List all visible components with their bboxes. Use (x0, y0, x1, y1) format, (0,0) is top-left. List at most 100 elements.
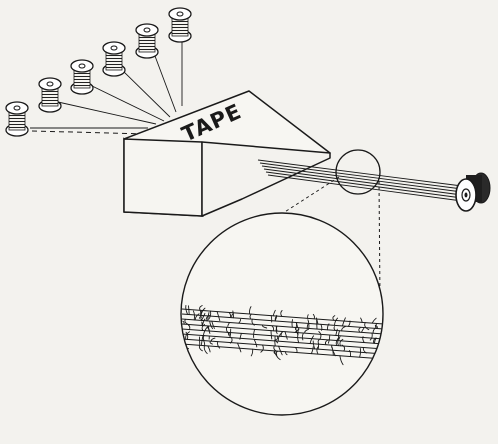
fiber-hair (208, 325, 211, 334)
fiber-hair (260, 344, 264, 353)
fiber-hair (192, 310, 195, 321)
fiber-hair (318, 331, 322, 340)
fiber-hair (277, 331, 283, 342)
fiber-hair (315, 317, 319, 325)
fiber-hair (358, 327, 361, 333)
fiber-hair (306, 323, 309, 329)
fiber-hair (341, 344, 346, 352)
fiber-hair (275, 325, 278, 335)
bobbin (5, 101, 29, 137)
tape-box: TAPE (123, 90, 331, 217)
fiber-hair (205, 314, 210, 322)
tape-box-right-face (201, 141, 331, 217)
bobbin (135, 23, 159, 59)
fiber-hair (211, 320, 215, 329)
fiber-hair (272, 309, 276, 317)
output-strands (257, 159, 463, 202)
fiber-hair (297, 333, 300, 344)
fiber-hair (271, 325, 275, 332)
fiber-hair (334, 317, 339, 326)
fiber-hair (185, 304, 189, 315)
magnified-view (180, 212, 384, 416)
fiber-hair (312, 313, 315, 320)
fiber-hair (202, 335, 205, 342)
fiber-hair (341, 325, 346, 332)
fiber-hair (201, 318, 206, 326)
fiber-hair (203, 345, 208, 355)
fiber-hair (278, 345, 283, 356)
feed-thread-dashed (31, 130, 149, 135)
fiber-hair (251, 318, 255, 326)
magnifier-lens (335, 149, 381, 195)
fiber-hair (361, 327, 365, 333)
fiber-hair (327, 334, 331, 344)
fiber-hair (339, 338, 344, 347)
fiber-hair (262, 324, 268, 329)
fiber-hair (362, 347, 367, 354)
fiber-hair (295, 347, 298, 353)
fiber-hair (338, 330, 341, 340)
fiber-hair (182, 320, 185, 325)
fiber-hair (341, 317, 346, 327)
bobbin (102, 41, 126, 77)
fiber-hair (232, 310, 234, 319)
fiber-hair (198, 344, 203, 352)
bobbin (38, 77, 62, 113)
fiber-hair (285, 351, 288, 356)
fiber-hair (280, 310, 283, 317)
fiber-hair (274, 314, 278, 322)
fiber-hair (335, 328, 338, 336)
fiber-hair (270, 330, 273, 340)
fiber-hair (211, 337, 216, 342)
fiber-hair (331, 346, 334, 356)
fiber-hair (362, 336, 365, 343)
fiber-hair (324, 339, 330, 346)
fiber-hair (225, 326, 231, 336)
fiber-hair (217, 341, 221, 349)
fiber-hair (194, 313, 200, 321)
fiber-hair (335, 336, 341, 346)
fiber-hair (301, 332, 304, 341)
fiber-hair (200, 316, 203, 321)
fiber-hair (200, 307, 206, 316)
fiber-hair (201, 335, 204, 345)
fiber-hair (297, 327, 300, 335)
fiber-hair (238, 318, 242, 324)
fiber-hair (295, 322, 299, 328)
fiber-hair (209, 320, 214, 330)
bobbin (70, 59, 94, 95)
fiber-hair (270, 315, 273, 323)
fiber-hair (304, 328, 309, 334)
fiber-hair (347, 320, 351, 327)
fiber-hair (239, 332, 242, 340)
fiber-hair (202, 326, 208, 337)
fiber-hair (371, 317, 377, 324)
fiber-hair (360, 317, 363, 323)
fiber-hair (185, 331, 190, 340)
fiber-hair (199, 305, 203, 311)
fiber-hair (307, 319, 310, 329)
fiber-hair (339, 355, 344, 366)
fiber-hair (250, 348, 254, 357)
fiber-hair (209, 340, 213, 345)
fiber-hair (187, 324, 191, 331)
fiber-hair (374, 324, 378, 329)
fiber-hair (185, 331, 189, 340)
fiber-hair (249, 306, 252, 315)
fiber-hair (253, 328, 256, 339)
fiber-hair (227, 322, 231, 327)
fiber-hair (273, 350, 278, 355)
take-up-spool (455, 172, 491, 212)
fiber-hair (316, 346, 319, 355)
fiber-hair (208, 310, 212, 320)
fiber-hair (291, 319, 294, 328)
fiber-hair (333, 326, 336, 331)
fiber-hair (228, 332, 231, 337)
fiber-hair (231, 313, 234, 319)
fiber-hair (274, 339, 276, 347)
fiber-hair (184, 318, 190, 326)
fiber-hair (310, 346, 314, 355)
fiber-hair (229, 328, 232, 339)
fiber-hair (309, 335, 315, 344)
